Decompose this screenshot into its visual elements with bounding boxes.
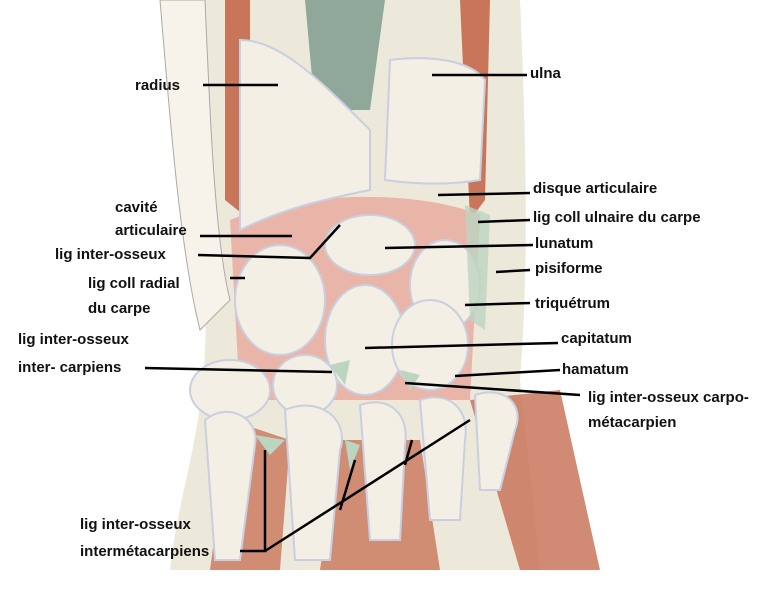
label-articulaire: articulaire xyxy=(115,222,187,239)
label-lig-coll-radial: lig coll radial xyxy=(88,275,180,292)
metacarpal-2 xyxy=(283,404,343,561)
label-lig-inter-osseux: lig inter-osseux xyxy=(55,246,167,263)
label-pisiforme: pisiforme xyxy=(535,260,603,277)
label-intermetacarpiens-1: lig inter-osseux xyxy=(80,516,192,533)
metacarpal-3 xyxy=(358,401,407,541)
label-cavite: cavité xyxy=(115,199,158,216)
label-inter-carpiens-2: inter- carpiens xyxy=(18,359,121,376)
label-du-carpe: du carpe xyxy=(88,300,151,317)
label-carpo-metacarpien-1: lig inter-osseux carpo- xyxy=(588,389,749,406)
label-hamatum: hamatum xyxy=(562,361,629,378)
label-lunatum: lunatum xyxy=(535,235,593,252)
ulna-bone xyxy=(383,57,487,185)
ulnar-collateral-ligament xyxy=(465,205,490,330)
label-inter-carpiens-1: lig inter-osseux xyxy=(18,331,130,348)
tendon xyxy=(305,0,385,110)
leader-lines xyxy=(144,73,581,553)
label-carpo-metacarpien-2: métacarpien xyxy=(588,414,676,431)
radius-bone xyxy=(239,38,371,232)
label-radius: radius xyxy=(135,77,180,94)
label-ulna: ulna xyxy=(530,65,561,82)
label-disque-articulaire: disque articulaire xyxy=(533,180,657,197)
metacarpal-5 xyxy=(473,391,519,491)
interosseous-ligaments xyxy=(255,360,420,470)
label-intermetacarpiens-2: intermétacarpiens xyxy=(80,543,209,560)
lunatum-bone xyxy=(324,214,416,276)
metacarpal-4 xyxy=(418,396,467,521)
skin-left xyxy=(159,0,231,331)
label-lig-coll-ulnaire: lig coll ulnaire du carpe xyxy=(533,209,701,226)
scaphoid-bone xyxy=(234,244,326,356)
label-triquetrum: triquétrum xyxy=(535,295,610,312)
metacarpal-1 xyxy=(203,410,257,561)
label-capitatum: capitatum xyxy=(561,330,632,347)
